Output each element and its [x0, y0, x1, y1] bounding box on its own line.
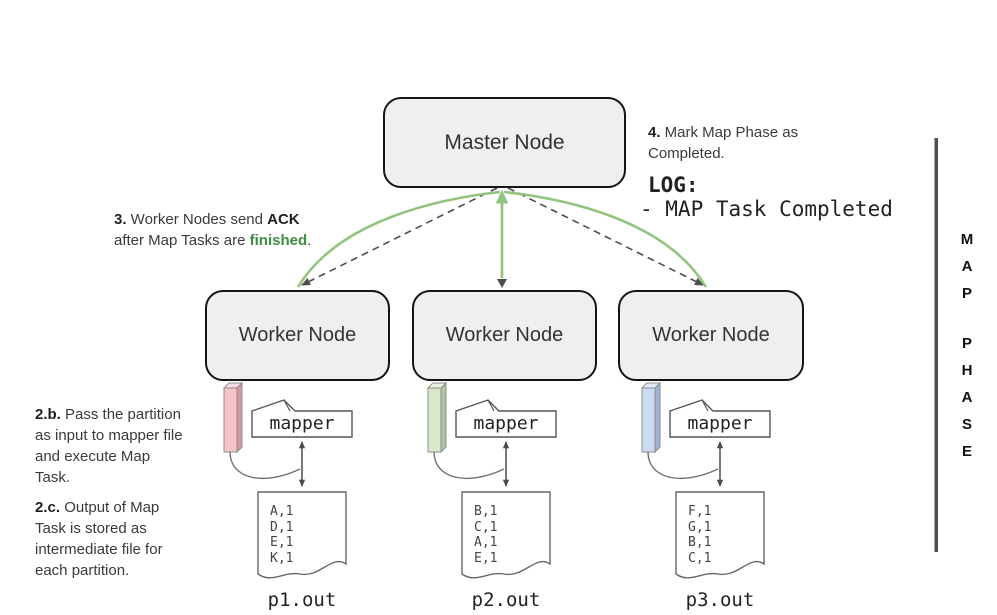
log-entry: - MAP Task Completed — [640, 197, 893, 221]
annotation-step3-line1: 3. Worker Nodes send ACK — [114, 209, 354, 230]
mapper-file-fold-1 — [283, 399, 291, 412]
mapper-label-3: mapper — [687, 413, 753, 434]
annotation-step2c: 2.c. Output of Map Task is stored as int… — [35, 497, 181, 581]
worker-node-1-label: Worker Node — [238, 324, 357, 346]
mapper-label-1: mapper — [269, 413, 335, 434]
mapper-file-shape-1 — [251, 399, 353, 438]
phase-label-map: M A P — [960, 231, 974, 302]
master-node-label: Master Node — [444, 130, 565, 154]
output-file-name-3: p3.out — [685, 589, 755, 611]
worker-node-1: Worker Node — [205, 290, 390, 381]
annotation-step3-period: . — [307, 232, 312, 249]
annotation-step3-ack: ACK — [267, 211, 300, 228]
annotation-step2c-number: 2.c. — [35, 499, 61, 516]
annotation-step2b: 2.b. Pass the partition as input to mapp… — [35, 404, 187, 488]
partition-bar-2-front — [427, 387, 442, 453]
worker-node-2: Worker Node — [412, 290, 597, 381]
annotation-step3: 3. Worker Nodes send ACK after Map Tasks… — [114, 209, 354, 251]
output-file-content-1: A,1 D,1 E,1 K,1 — [270, 504, 294, 566]
output-file-name-2: p2.out — [471, 589, 541, 611]
dashed-arrow-master-to-worker2-head — [497, 279, 507, 288]
partition-bar-2-side — [440, 381, 447, 454]
output-file-name-1: p1.out — [267, 589, 337, 611]
worker-node-2-label: Worker Node — [445, 324, 564, 346]
ack-arrow-worker3-to-master — [503, 190, 708, 288]
output-file-content-3: F,1 G,1 B,1 C,1 — [688, 504, 712, 566]
output-file-shape-2 — [461, 491, 551, 579]
phase-separator-line — [934, 138, 938, 552]
worker-node-3: Worker Node — [618, 290, 804, 381]
phase-label-phase: P H A S E — [961, 335, 973, 460]
annotation-step3-number: 3. — [114, 211, 127, 228]
partition-bar-1-side — [236, 381, 243, 454]
annotation-step2c-text: Output of Map Task is stored as intermed… — [35, 499, 163, 579]
annotation-step2b-number: 2.b. — [35, 406, 61, 423]
annotation-step3-text: Worker Nodes send — [126, 211, 268, 228]
bar-to-mapper-curve-3 — [647, 451, 719, 480]
mapper-file-fold-3 — [701, 399, 709, 412]
dashed-arrow-master-to-worker3 — [507, 187, 704, 286]
partition-bar-3-side — [654, 381, 661, 454]
output-file-shape-3 — [675, 491, 765, 579]
ack-arrow-worker1-to-master — [296, 190, 501, 288]
annotation-step4: 4. Mark Map Phase as Completed. — [648, 122, 824, 164]
bar-to-mapper-curve-1 — [229, 451, 301, 480]
partition-bar-3-front — [641, 387, 656, 453]
output-file-content-2: B,1 C,1 A,1 E,1 — [474, 504, 498, 566]
annotation-step4-text: Mark Map Phase as Completed. — [648, 124, 799, 162]
annotation-step2b-text: Pass the partition as input to mapper fi… — [35, 406, 183, 486]
annotation-step3-line2-text: after Map Tasks are — [114, 232, 250, 249]
annotation-step3-finished: finished — [249, 232, 308, 249]
annotation-step3-line2: after Map Tasks are finished. — [114, 230, 354, 251]
mapper-file-shape-3 — [669, 399, 771, 438]
annotation-step4-number: 4. — [648, 124, 661, 141]
log-title: LOG: — [648, 173, 699, 197]
mapper-label-2: mapper — [473, 413, 539, 434]
output-file-shape-1 — [257, 491, 347, 579]
dashed-arrow-master-to-worker1 — [301, 187, 498, 286]
master-node: Master Node — [383, 97, 626, 188]
bar-to-mapper-curve-2 — [433, 451, 505, 480]
worker-node-3-label: Worker Node — [652, 324, 770, 346]
partition-bar-1-front — [223, 387, 238, 453]
mapper-file-shape-2 — [455, 399, 557, 438]
mapper-file-fold-2 — [487, 399, 495, 412]
